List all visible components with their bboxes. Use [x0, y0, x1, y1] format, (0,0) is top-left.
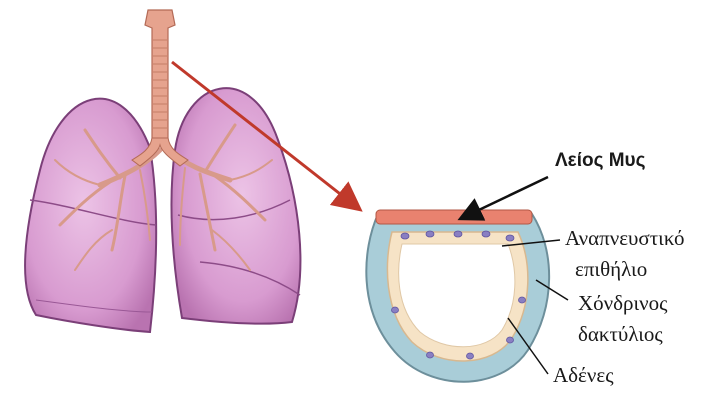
label-respiratory-epithelium-line2: επιθήλιο: [575, 257, 647, 282]
label-cartilage-ring-line1: Χόνδρινος: [578, 291, 668, 316]
label-glands: Αδένες: [553, 363, 614, 388]
trachea-cross-section: [366, 210, 549, 382]
label-smooth-muscle: Λείος Μυς: [555, 150, 646, 172]
label-cartilage-ring-line2: δακτύλιος: [578, 322, 663, 347]
left-lung: [25, 99, 156, 332]
label-respiratory-epithelium-line1: Αναπνευστικό: [565, 226, 684, 251]
right-lung: [171, 88, 300, 323]
